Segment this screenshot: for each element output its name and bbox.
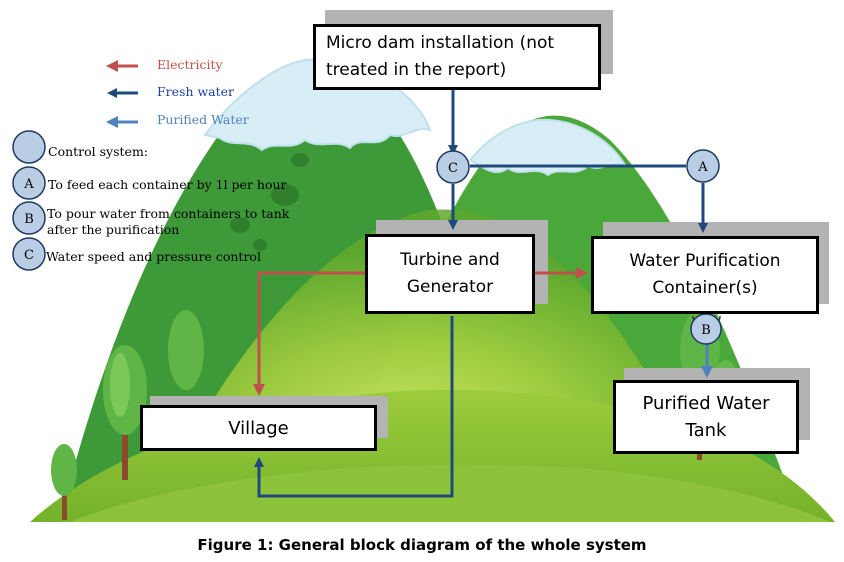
legend-a-text: To feed each container by 1l per hour xyxy=(48,177,287,192)
legend-fresh-water: Fresh water xyxy=(157,84,235,99)
legend-b-circle: B xyxy=(12,201,46,235)
hill-spot xyxy=(271,184,299,206)
box-turbine: Turbine and Generator xyxy=(365,234,535,314)
box-village: Village xyxy=(140,405,377,451)
legend-c-text: Water speed and pressure control xyxy=(46,249,261,264)
tree-left-mid xyxy=(168,310,204,390)
box-tank: Purified Water Tank xyxy=(613,380,799,454)
tree-left-tall xyxy=(103,345,147,480)
legend-a-label: A xyxy=(23,177,34,192)
legend-purified-water: Purified Water xyxy=(157,112,249,127)
flow-turbine-to-village xyxy=(254,316,454,498)
hill-spot xyxy=(230,217,250,233)
control-node-c-label: C xyxy=(448,161,458,176)
control-node-b-label: B xyxy=(701,323,711,338)
box-purification: Water Purification Container(s) xyxy=(591,236,819,314)
hill-spot xyxy=(291,153,309,167)
box-tank-label: Purified Water Tank xyxy=(642,393,770,441)
tree-left-small xyxy=(51,444,77,520)
control-node-a-label: A xyxy=(697,160,708,175)
legend-c-label: C xyxy=(24,248,34,263)
legend-control-circle xyxy=(12,130,46,164)
box-turbine-label: Turbine and Generator xyxy=(400,250,500,297)
box-micro-dam-label: Micro dam installation (not treated in t… xyxy=(326,33,555,80)
snow-cap-right xyxy=(468,118,628,177)
control-node-c: C xyxy=(436,150,470,184)
box-micro-dam: Micro dam installation (not treated in t… xyxy=(313,24,601,90)
control-node-b: B xyxy=(690,313,722,345)
figure-caption: Figure 1: General block diagram of the w… xyxy=(197,536,647,554)
legend-electricity: Electricity xyxy=(157,57,223,72)
legend-b-text-line2: after the purification xyxy=(47,222,180,237)
legend-a-circle: A xyxy=(12,166,46,200)
legend-b-text-line1: To pour water from containers to tank xyxy=(47,206,290,221)
box-purification-label: Water Purification Container(s) xyxy=(629,251,781,298)
hill-spot xyxy=(253,239,267,251)
box-village-label: Village xyxy=(228,417,289,439)
control-node-a: A xyxy=(686,149,720,183)
legend-control-system: Control system: xyxy=(48,144,149,159)
legend-b-label: B xyxy=(24,212,34,227)
legend-c-circle: C xyxy=(12,237,46,271)
electricity-to-village xyxy=(253,271,367,396)
